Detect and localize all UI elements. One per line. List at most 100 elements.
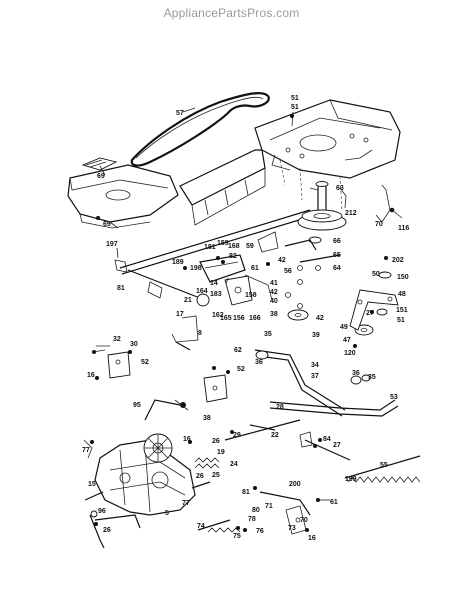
transaxle-fan (143, 433, 173, 463)
callout-57: 57 (176, 110, 184, 117)
callout-5: 5 (165, 510, 169, 517)
callout-25: 25 (212, 472, 220, 479)
callout-48: 48 (398, 291, 406, 298)
front-chassis (67, 157, 179, 229)
callout-21: 21 (184, 297, 192, 304)
callout-199: 199 (345, 476, 357, 483)
callout-27: 27 (366, 310, 374, 317)
callout-16: 16 (308, 535, 316, 542)
callout-69: 69 (103, 221, 111, 228)
callout-165: 165 (220, 315, 232, 322)
callout-84: 84 (323, 436, 331, 443)
watermark: AppliancePartsPros.com (163, 6, 300, 20)
callout-38: 38 (270, 311, 278, 318)
callout-151: 151 (396, 307, 408, 314)
springs (194, 455, 421, 533)
callout-15: 15 (88, 481, 96, 488)
transaxle (84, 433, 211, 529)
callout-71: 71 (265, 503, 273, 510)
callout-26: 26 (212, 438, 220, 445)
callout-51: 51 (397, 317, 405, 324)
callout-36: 36 (352, 370, 360, 377)
callout-59: 59 (246, 243, 254, 250)
callout-75: 75 (233, 533, 241, 540)
callout-35: 35 (264, 331, 272, 338)
callout-82: 82 (229, 253, 237, 260)
callout-200: 200 (289, 481, 301, 488)
callout-50: 50 (372, 271, 380, 278)
callout-24: 24 (230, 461, 238, 468)
callout-120: 120 (344, 350, 356, 357)
idler-bracket-48 (349, 289, 399, 331)
callout-66: 66 (333, 238, 341, 245)
callout-81: 81 (242, 489, 250, 496)
callout-64: 64 (333, 265, 341, 272)
callout-63: 63 (336, 185, 344, 192)
callout-181: 181 (204, 244, 216, 251)
callout-55: 55 (380, 462, 388, 469)
callout-41: 41 (270, 280, 278, 287)
callout-158: 158 (245, 292, 257, 299)
callout-49: 49 (340, 324, 348, 331)
callout-77: 77 (182, 500, 190, 507)
callout-8: 8 (198, 330, 202, 337)
callout-53: 53 (390, 394, 398, 401)
callout-156: 156 (233, 315, 245, 322)
upper-right-brackets (339, 184, 403, 223)
callout-159: 159 (217, 240, 229, 247)
pulley-63 (297, 181, 347, 231)
mower-frame (179, 99, 401, 226)
drive-belt-57 (130, 92, 270, 167)
callout-56: 56 (284, 268, 292, 275)
callout-37: 37 (311, 373, 319, 380)
bottom-center-lever (83, 439, 231, 549)
fasteners (90, 114, 388, 532)
callout-27: 27 (333, 442, 341, 449)
callout-47: 47 (343, 337, 351, 344)
callout-14: 14 (210, 280, 218, 287)
callout-80: 80 (252, 507, 260, 514)
callout-96: 96 (98, 508, 106, 515)
callout-166: 166 (249, 315, 261, 322)
callout-16: 16 (183, 436, 191, 443)
callout-73: 73 (288, 525, 296, 532)
callout-16: 16 (87, 372, 95, 379)
callout-40: 40 (270, 298, 278, 305)
callout-189: 189 (172, 259, 184, 266)
callout-162: 162 (212, 312, 224, 319)
callout-39: 39 (312, 332, 320, 339)
callout-28: 28 (276, 404, 284, 411)
callout-183: 183 (210, 291, 222, 298)
callout-42: 42 (278, 257, 286, 264)
callout-52: 52 (141, 359, 149, 366)
callout-74: 74 (197, 523, 205, 530)
callout-62: 62 (234, 347, 242, 354)
callout-labels: 57 51 51 69 69 63 212 70 116 197 59 181 … (82, 95, 409, 542)
callout-51: 51 (291, 104, 299, 111)
callout-76: 76 (256, 528, 264, 535)
callout-17: 17 (176, 311, 184, 318)
callout-51: 51 (291, 95, 299, 102)
callout-198: 198 (190, 265, 202, 272)
callout-30: 30 (130, 341, 138, 348)
callout-52: 52 (237, 366, 245, 373)
callout-81: 81 (117, 285, 125, 292)
callout-42: 42 (270, 289, 278, 296)
callout-42: 42 (316, 315, 324, 322)
callout-26: 26 (196, 473, 204, 480)
callout-212: 212 (345, 210, 357, 217)
callout-32: 32 (113, 336, 121, 343)
callout-78: 78 (248, 516, 256, 523)
callout-197: 197 (106, 241, 118, 248)
callout-19: 19 (217, 449, 225, 456)
callout-65: 65 (333, 252, 341, 259)
lower-linkage-rods (224, 349, 399, 441)
shift-rod-95 (144, 399, 189, 421)
callout-150: 150 (397, 274, 409, 281)
idler-pulleys (287, 236, 392, 336)
callout-116: 116 (398, 225, 409, 232)
callout-69: 69 (97, 173, 105, 180)
callout-61: 61 (251, 265, 259, 272)
